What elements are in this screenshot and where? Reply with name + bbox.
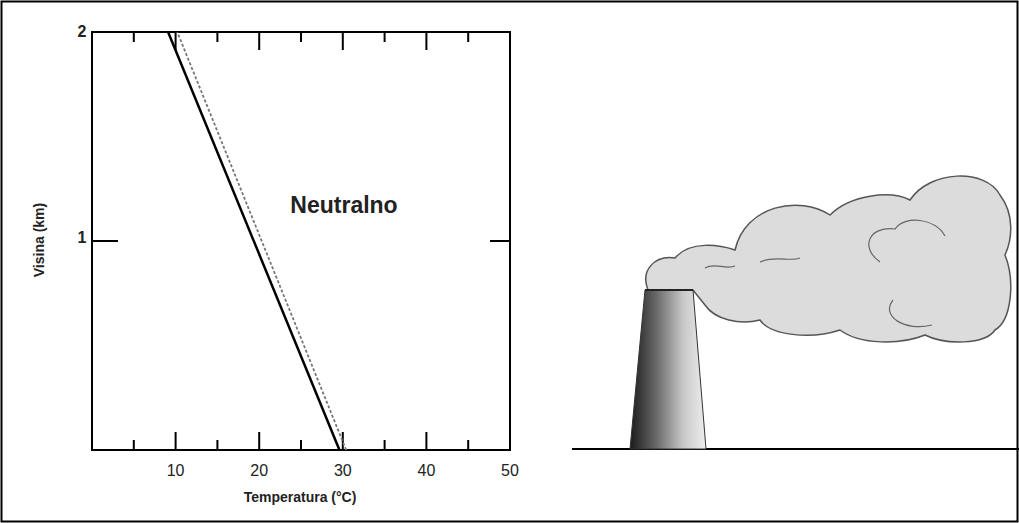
- plot-frame: [92, 32, 510, 450]
- axis-value: 10: [167, 462, 185, 480]
- axis-tick: [175, 432, 177, 450]
- adiabatic-lapse-line: [177, 32, 346, 450]
- axis-value: 50: [501, 462, 519, 480]
- axis-value: 20: [250, 462, 268, 480]
- temperature-plot: [92, 32, 510, 450]
- chimney-top: [645, 289, 693, 291]
- axis-title: Visina (km): [32, 203, 47, 277]
- axis-tick: [133, 32, 135, 42]
- axis-value: 30: [334, 462, 352, 480]
- stability-label: Neutralno: [290, 193, 397, 218]
- chimney: [630, 290, 706, 449]
- axis-tick: [133, 440, 135, 450]
- plume-shading: [705, 220, 945, 326]
- chimney-scene: [572, 176, 1019, 449]
- axis-tick: [258, 32, 260, 50]
- axis-tick: [342, 32, 344, 50]
- axis-tick: [216, 32, 218, 42]
- axis-tick: [384, 440, 386, 450]
- axis-tick: [425, 432, 427, 450]
- axis-tick: [467, 440, 469, 450]
- axis-title: Temperatura (°C): [244, 490, 357, 505]
- axis-tick: [342, 432, 344, 450]
- axis-tick: [216, 440, 218, 450]
- axis-tick: [258, 432, 260, 450]
- smoke-plume: [646, 176, 1011, 342]
- axis-tick: [300, 440, 302, 450]
- axis-value: 1: [78, 229, 87, 247]
- axis-tick: [490, 240, 510, 242]
- axis-tick: [300, 32, 302, 42]
- axis-tick: [384, 32, 386, 42]
- environmental-lapse-line: [168, 32, 339, 450]
- axis-value: 40: [417, 462, 435, 480]
- axis-tick: [92, 240, 118, 242]
- axis-value: 2: [78, 23, 87, 41]
- axis-tick: [425, 32, 427, 50]
- axis-tick: [467, 32, 469, 42]
